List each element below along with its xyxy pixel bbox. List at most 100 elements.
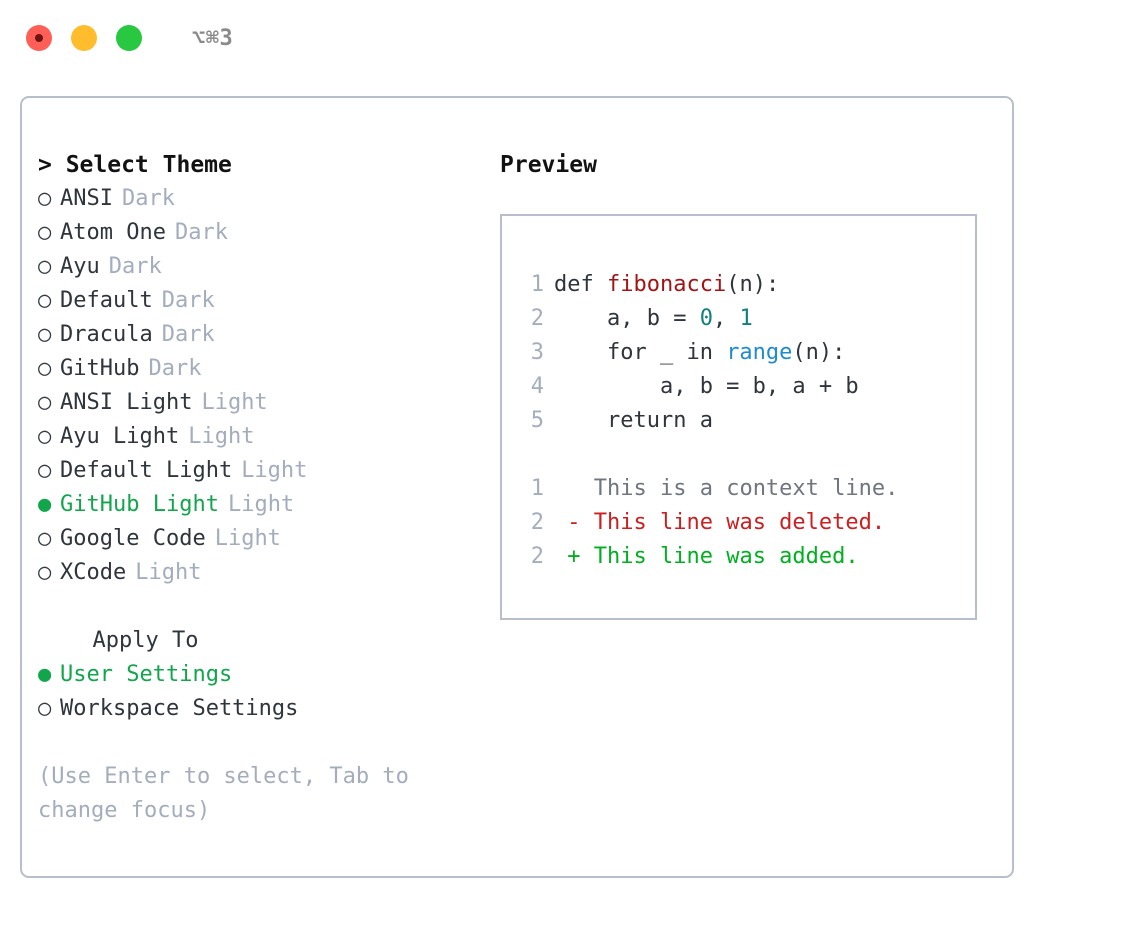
diff-line: 2 + This line was added.: [516, 540, 975, 574]
code-line-text: a, b = 0, 1: [554, 302, 753, 336]
theme-option-label: Ayu: [60, 254, 100, 279]
diff-marker: -: [554, 510, 594, 535]
theme-variant-badge: Dark: [148, 356, 202, 381]
theme-option[interactable]: ○ GitHub Dark: [38, 352, 478, 386]
apply-to-heading: Apply To: [66, 628, 199, 653]
code-token-plain: def: [554, 272, 607, 297]
radio-unselected-icon: ○: [38, 322, 52, 347]
radio-unselected-icon: ○: [38, 424, 52, 449]
minimize-button[interactable]: [71, 25, 97, 51]
code-line: 1 def fibonacci(n):: [516, 268, 975, 302]
code-line-text: for _ in range(n):: [554, 336, 845, 370]
theme-option[interactable]: ○ ANSI Dark: [38, 182, 478, 216]
code-line-text: a, b = b, a + b: [554, 370, 859, 404]
diff-line-text: This line was deleted.: [593, 510, 886, 535]
theme-option-label: Atom One: [60, 220, 166, 245]
code-line: 3 for _ in range(n):: [516, 336, 975, 370]
theme-variant-badge: Light: [227, 492, 295, 517]
apply-to-option[interactable]: ○ Workspace Settings: [38, 692, 478, 726]
theme-variant-badge: Dark: [161, 288, 215, 313]
title-bar: ⌥⌘3: [0, 0, 1140, 76]
code-line: 4 a, b = b, a + b: [516, 370, 975, 404]
radio-selected-icon: ●: [38, 492, 52, 517]
close-button[interactable]: [26, 25, 52, 51]
theme-option[interactable]: ○ ANSI Light Light: [38, 386, 478, 420]
keyboard-shortcut-label: ⌥⌘3: [192, 25, 234, 51]
diff-line-text: This line was added.: [593, 544, 859, 569]
code-token-plain: ,: [712, 306, 740, 331]
theme-variant-badge: Dark: [161, 322, 215, 347]
apply-to-options[interactable]: ● User Settings ○ Workspace Settings: [38, 658, 478, 726]
code-token-fn: fibonacci: [606, 272, 727, 297]
code-token-plain: for _ in: [554, 340, 727, 365]
line-number: 2: [530, 306, 544, 331]
theme-variant-badge: Light: [241, 458, 308, 483]
traffic-lights: [26, 25, 142, 51]
maximize-button[interactable]: [116, 25, 142, 51]
code-line-text: return a: [554, 404, 713, 438]
line-number: 4: [530, 374, 544, 399]
code-diff-spacer: [516, 438, 975, 472]
theme-option-label: Google Code: [60, 526, 206, 551]
radio-unselected-icon: ○: [38, 220, 52, 245]
radio-unselected-icon: ○: [38, 254, 52, 279]
radio-unselected-icon: ○: [38, 390, 52, 415]
theme-option[interactable]: ● GitHub Light Light: [38, 488, 478, 522]
line-number: 1: [530, 272, 544, 297]
theme-option-label: ANSI Light: [60, 390, 193, 415]
theme-variant-badge: Light: [214, 526, 281, 551]
radio-unselected-icon: ○: [38, 696, 52, 721]
theme-option-label: GitHub: [60, 356, 140, 381]
apply-to-option-label: Workspace Settings: [60, 696, 299, 721]
code-line: 5 return a: [516, 404, 975, 438]
code-token-plain: a, b =: [554, 306, 700, 331]
code-line-text: def fibonacci(n):: [554, 268, 779, 302]
theme-variant-badge: Light: [201, 390, 268, 415]
theme-variant-badge: Dark: [108, 254, 162, 279]
preview-heading: Preview: [500, 152, 597, 178]
select-theme-heading: > Select Theme: [38, 152, 232, 178]
keyboard-hint-text: (Use Enter to select, Tab to change focu…: [38, 764, 423, 823]
code-token-plain: (n):: [726, 272, 780, 297]
theme-option-label: Default Light: [60, 458, 233, 483]
diff-sample: 1 This is a context line.2 - This line w…: [516, 472, 975, 574]
theme-variant-badge: Dark: [121, 186, 175, 211]
apply-to-option-label: User Settings: [60, 662, 233, 687]
radio-unselected-icon: ○: [38, 356, 52, 381]
diff-line-text: This is a context line.: [593, 476, 899, 501]
line-number: 1: [530, 476, 544, 501]
theme-option[interactable]: ○ Ayu Dark: [38, 250, 478, 284]
code-line: 2 a, b = 0, 1: [516, 302, 975, 336]
diff-line: 1 This is a context line.: [516, 472, 975, 506]
code-token-plain: a, b = b, a + b: [554, 374, 859, 399]
theme-option-label: GitHub Light: [60, 492, 219, 517]
code-token-plain: return a: [554, 408, 713, 433]
theme-option-label: Ayu Light: [60, 424, 180, 449]
apply-to-option[interactable]: ● User Settings: [38, 658, 478, 692]
line-number: 5: [530, 408, 544, 433]
line-number: 2: [530, 544, 544, 569]
radio-unselected-icon: ○: [38, 186, 52, 211]
theme-option-label: ANSI: [60, 186, 113, 211]
radio-unselected-icon: ○: [38, 288, 52, 313]
diff-line: 2 - This line was deleted.: [516, 506, 975, 540]
theme-option-label: XCode: [60, 560, 127, 585]
code-token-call: range: [726, 340, 793, 365]
line-number: 3: [530, 340, 544, 365]
code-token-plain: (n):: [792, 340, 846, 365]
theme-option[interactable]: ○ Default Light Light: [38, 454, 478, 488]
radio-selected-icon: ●: [38, 662, 52, 687]
radio-unselected-icon: ○: [38, 458, 52, 483]
